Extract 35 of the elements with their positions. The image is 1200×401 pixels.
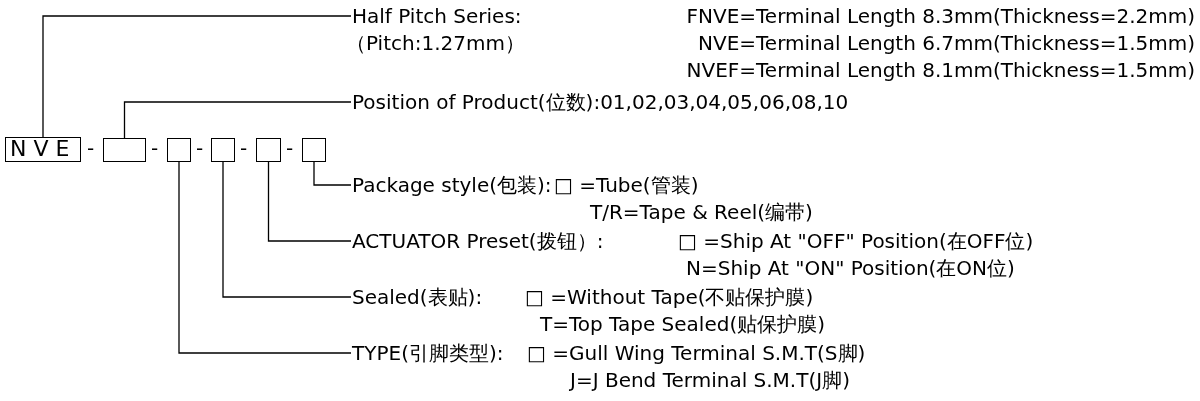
option-text: □ =Tube(管装) bbox=[554, 173, 699, 197]
separator-dash: - bbox=[196, 136, 204, 160]
code-placeholder-box bbox=[302, 138, 326, 162]
series-heading: Half Pitch Series: bbox=[352, 4, 522, 28]
code-placeholder-box bbox=[256, 138, 281, 162]
option-text: FNVE=Terminal Length 8.3mm(Thickness=2.2mm) bbox=[686, 4, 1195, 28]
field-heading: Package style(包装): bbox=[352, 173, 552, 197]
pitch-note: （Pitch:1.27mm） bbox=[346, 31, 525, 55]
option-text: J=J Bend Terminal S.M.T(J脚) bbox=[570, 368, 850, 392]
option-text: N=Ship At "ON" Position(在ON位) bbox=[686, 256, 1015, 280]
separator-dash: - bbox=[240, 136, 248, 160]
code-placeholder-box bbox=[211, 138, 235, 162]
option-text: T/R=Tape & Reel(编带) bbox=[590, 200, 813, 224]
leader-line bbox=[123, 101, 352, 139]
option-text: □ =Ship At "OFF" Position(在OFF位) bbox=[678, 229, 1034, 253]
part-code-box: NVE bbox=[5, 137, 81, 162]
field-heading: ACTUATOR Preset(拨钮）: bbox=[352, 229, 604, 253]
code-placeholder-box bbox=[103, 138, 146, 162]
option-text: T=Top Tape Sealed(贴保护膜) bbox=[540, 312, 826, 336]
separator-dash: - bbox=[286, 136, 294, 160]
leader-line bbox=[42, 15, 352, 138]
leader-line bbox=[267, 161, 352, 242]
option-text: NVE=Terminal Length 6.7mm(Thickness=1.5mm) bbox=[698, 31, 1195, 55]
option-text: □ =Without Tape(不贴保护膜) bbox=[525, 285, 814, 309]
leader-line bbox=[178, 161, 352, 354]
option-text: □ =Gull Wing Terminal S.M.T(S脚) bbox=[527, 341, 866, 365]
separator-dash: - bbox=[87, 136, 95, 160]
field-heading: TYPE(引脚类型): bbox=[352, 341, 504, 365]
code-placeholder-box bbox=[167, 138, 191, 162]
separator-dash: - bbox=[151, 136, 159, 160]
leader-line bbox=[222, 161, 352, 298]
option-text: NVEF=Terminal Length 8.1mm(Thickness=1.5mm) bbox=[686, 58, 1195, 82]
field-heading: Sealed(表贴): bbox=[352, 285, 483, 309]
leader-line bbox=[313, 161, 352, 186]
position-text: Position of Product(位数):01,02,03,04,05,06,08,10 bbox=[352, 90, 849, 114]
